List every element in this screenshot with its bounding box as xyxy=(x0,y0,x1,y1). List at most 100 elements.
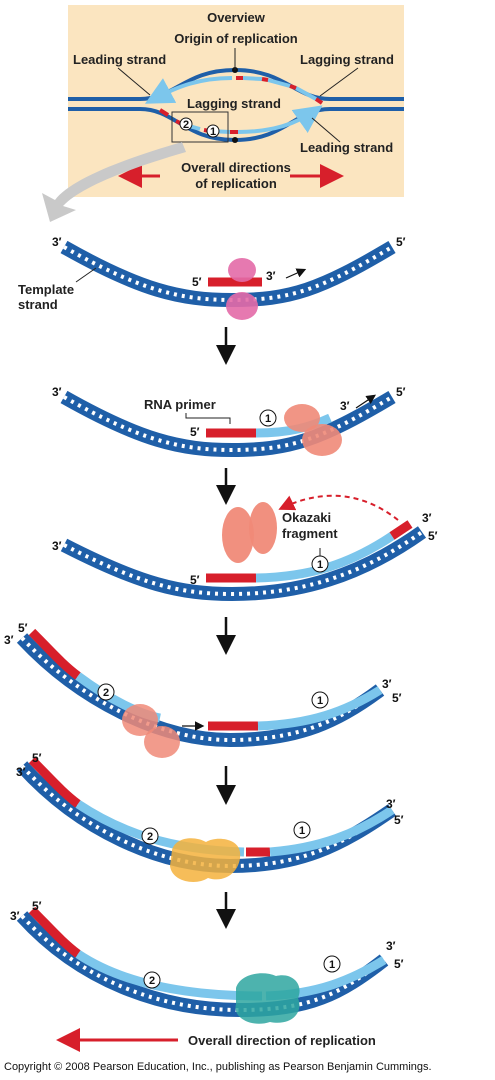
step3-rna-primer-2 xyxy=(389,520,413,540)
step6-3prime-right: 3′ xyxy=(386,939,396,953)
step6-5prime-right: 5′ xyxy=(394,957,404,971)
zoom-pointer-arrow xyxy=(42,142,186,222)
step3-5prime-right: 5′ xyxy=(428,529,438,543)
step-3: 1 3′ 5′ 3′ 5′ Okazaki fragment xyxy=(52,494,438,602)
step2-5prime-primer: 5′ xyxy=(190,425,200,439)
step4-rna-primer-2 xyxy=(28,628,81,680)
step3-circle-1-text: 1 xyxy=(317,559,323,571)
step4-circle-2-text: 2 xyxy=(103,687,109,699)
step6-3prime-left: 3′ xyxy=(10,909,20,923)
step2-base-teeth xyxy=(63,395,394,453)
step5-5prime-right: 5′ xyxy=(394,813,404,827)
directions-label-line2: of replication xyxy=(195,176,277,191)
overview-lagging-seg-b xyxy=(267,78,291,88)
step3-5prime-primer: 5′ xyxy=(190,573,200,587)
step5-3prime-left: 3′ xyxy=(16,765,26,779)
step3-polymerase-left xyxy=(222,507,254,563)
leading-right-leader xyxy=(311,117,341,143)
step6-circle-2-text: 2 xyxy=(149,975,155,987)
lagging-strand-right-label: Lagging strand xyxy=(300,52,394,67)
overview-leading-strand-left xyxy=(144,76,233,104)
step4-3prime-right: 3′ xyxy=(382,677,392,691)
step2-synthesis-arrow xyxy=(355,394,376,409)
step2-circle-1 xyxy=(259,409,277,427)
step1-5prime-right: 5′ xyxy=(396,235,406,249)
step4-polymerase-top xyxy=(122,704,158,736)
step2-3prime-left: 3′ xyxy=(52,385,62,399)
step1-synthesis-arrow xyxy=(285,268,307,279)
step-1: 3′ 5′ 5′ 3′ Template strand xyxy=(18,235,406,320)
step3-3prime-left: 3′ xyxy=(52,539,62,553)
template-leader xyxy=(75,267,97,283)
overall-direction-label: Overall direction of replication xyxy=(188,1033,376,1048)
step6-dna-ligase xyxy=(235,973,300,1024)
step6-rna-primer-2 xyxy=(28,906,81,958)
overview-title: Overview xyxy=(207,10,266,25)
leading-strand-left-label: Leading strand xyxy=(73,52,166,67)
step2-polymerase-top xyxy=(284,404,320,432)
step5-rna-primer-2 xyxy=(28,756,81,808)
okazaki-label-line2: fragment xyxy=(282,526,338,541)
overview-lagging-seg-c xyxy=(295,86,317,101)
step3-base-teeth xyxy=(63,530,424,597)
overview-lagging-seg-a xyxy=(242,76,263,81)
template-label-line1: Template xyxy=(18,282,74,297)
directions-label-line1: Overall directions xyxy=(181,160,291,175)
step4-circle-1 xyxy=(311,691,329,709)
step1-template-strand xyxy=(60,240,396,308)
step6-5prime-left: 5′ xyxy=(32,899,42,913)
step1-primase-bottom xyxy=(226,292,258,320)
rna-primer-bracket xyxy=(185,413,231,424)
overview-circle-2 xyxy=(179,117,193,131)
step5-circle-1 xyxy=(293,821,311,839)
origin-dot-bottom xyxy=(232,137,238,143)
step2-polymerase-bottom xyxy=(302,424,342,456)
lagging-right-leader xyxy=(319,67,359,97)
overview-circle-1-text: 1 xyxy=(210,126,216,138)
step6-template-strand xyxy=(16,911,389,1018)
overview-inset-box xyxy=(171,111,229,143)
step6-circle-1 xyxy=(323,955,341,973)
step3-okazaki-fragment xyxy=(255,532,395,583)
step4-fragment-1 xyxy=(257,686,383,731)
step2-5prime-right: 5′ xyxy=(396,385,406,399)
step3-3prime-right: 3′ xyxy=(422,511,432,525)
step5-circle-2 xyxy=(141,827,159,845)
step-5: 2 1 5′ 3′ 3′ 5′ xyxy=(16,751,404,882)
step4-circle-1-text: 1 xyxy=(317,695,323,707)
step4-circle-2 xyxy=(97,683,115,701)
okazaki-label-line1: Okazaki xyxy=(282,510,331,525)
overview-leading-strand-right xyxy=(237,105,323,134)
overview-circle-1 xyxy=(206,124,220,138)
step4-polymerase-bottom xyxy=(144,726,180,758)
step3-polymerase-right xyxy=(249,502,277,554)
lagging-strand-center-label: Lagging strand xyxy=(187,96,281,111)
step5-dna-polymerase-i xyxy=(170,838,241,882)
leading-left-leader xyxy=(117,67,151,96)
step4-5prime-left: 5′ xyxy=(18,621,28,635)
step-2: 1 3′ 5′ 5′ 3′ RNA primer xyxy=(52,385,406,458)
origin-label: Origin of replication xyxy=(174,31,298,46)
step5-fragment-1 xyxy=(269,806,395,857)
step1-3prime-left: 3′ xyxy=(52,235,62,249)
step5-3prime-right: 3′ xyxy=(386,797,396,811)
step6-circle-2 xyxy=(143,971,161,989)
step2-circle-1-text: 1 xyxy=(265,413,271,425)
step5-5prime-left: 5′ xyxy=(32,751,42,765)
overview-primers-top xyxy=(236,76,324,105)
step2-3prime-fragment: 3′ xyxy=(340,399,350,413)
step-4: 2 1 5′ 3′ 3′ 5′ xyxy=(4,621,402,758)
step5-circle-1-text: 1 xyxy=(299,825,305,837)
step3-circle-1 xyxy=(311,555,329,573)
polymerase-release-arrow xyxy=(278,494,399,521)
template-label-line2: strand xyxy=(18,297,58,312)
leading-strand-right-label: Leading strand xyxy=(300,140,393,155)
overview-circle-2-text: 2 xyxy=(183,119,189,131)
step5-circle-2-text: 2 xyxy=(147,831,153,843)
rna-primer-label: RNA primer xyxy=(144,397,216,412)
step1-3prime-primer: 3′ xyxy=(266,269,276,283)
step1-5prime-primer: 5′ xyxy=(192,275,202,289)
step4-5prime-right: 5′ xyxy=(392,691,402,705)
step4-template-strand xyxy=(16,633,385,748)
